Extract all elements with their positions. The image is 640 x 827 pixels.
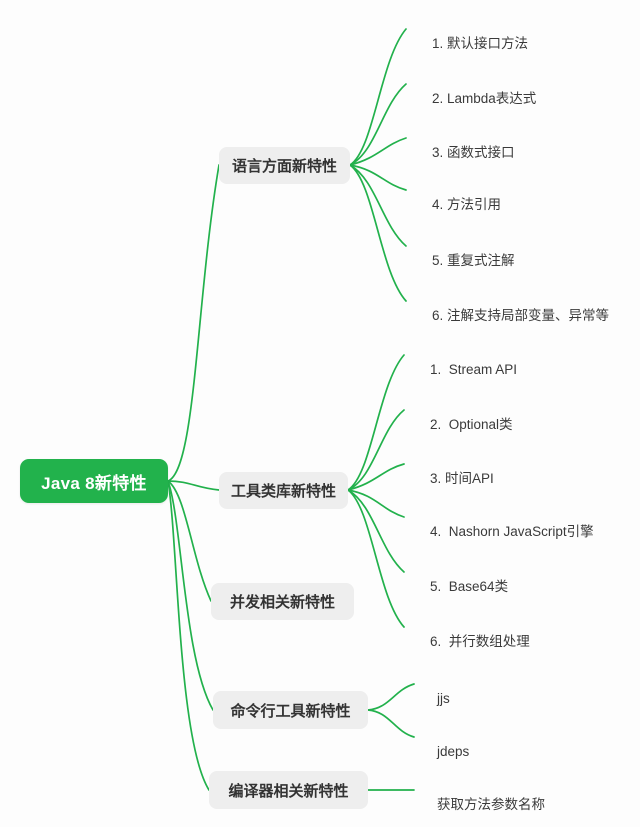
leaf-label: 1. 默认接口方法 (432, 35, 529, 51)
leaf-label: jjs (437, 690, 450, 706)
branch-node-compiler-label: 编译器相关新特性 (228, 782, 349, 800)
edge-b2-leaf-1 (347, 354, 405, 491)
leaf-parallel-array-processing[interactable]: 6. 并行数组处理 (415, 621, 530, 662)
edge-b1-leaf-4 (349, 164, 407, 191)
edge-root-to-branch-1 (167, 164, 220, 482)
leaf-jdeps[interactable]: jdeps (422, 731, 469, 772)
leaf-label: 4. Nashorn JavaScript引擎 (430, 523, 594, 539)
branch-node-compiler[interactable]: 编译器相关新特性 (209, 771, 368, 809)
branch-node-concurrency-label: 并发相关新特性 (229, 594, 335, 611)
leaf-label: 6. 并行数组处理 (430, 633, 530, 649)
leaf-functional-interfaces[interactable]: 3. 函数式接口 (417, 132, 515, 173)
edge-b1-leaf-6 (349, 164, 407, 302)
edge-root-to-branch-4 (167, 480, 214, 711)
leaf-annotations-local-vars[interactable]: 6. 注解支持局部变量、异常等 (417, 295, 609, 336)
edge-b4-leaf-1 (367, 683, 415, 711)
leaf-label: 5. 重复式注解 (432, 252, 515, 268)
branch-node-command-line-tools[interactable]: 命令行工具新特性 (213, 691, 368, 729)
edge-b1-leaf-5 (349, 164, 407, 247)
leaf-label: 3. 函数式接口 (432, 144, 515, 160)
edge-b2-leaf-5 (347, 489, 405, 573)
leaf-optional-class[interactable]: 2. Optional类 (415, 404, 513, 445)
edge-b1-leaf-1 (349, 28, 407, 166)
leaf-repeating-annotations[interactable]: 5. 重复式注解 (417, 240, 515, 281)
root-node-label: Java 8新特性 (41, 473, 147, 493)
leaf-stream-api[interactable]: 1. Stream API (415, 349, 517, 390)
leaf-label: jdeps (437, 743, 470, 759)
branch-node-utility-library-label: 工具类库新特性 (230, 483, 336, 500)
edge-root-to-branch-3 (167, 480, 212, 602)
leaf-label: 2. Optional类 (430, 416, 513, 432)
leaf-label: 2. Lambda表达式 (432, 90, 537, 106)
branch-node-language-label: 语言方面新特性 (231, 158, 337, 175)
edge-b1-leaf-3 (349, 137, 407, 166)
edge-b2-leaf-6 (347, 489, 405, 628)
leaf-lambda-expressions[interactable]: 2. Lambda表达式 (417, 78, 536, 119)
edge-root-to-branch-2 (167, 480, 220, 491)
leaf-get-method-parameter-names[interactable]: 获取方法参数名称 (422, 784, 545, 825)
leaf-default-interface-methods[interactable]: 1. 默认接口方法 (417, 23, 528, 64)
root-node[interactable]: Java 8新特性 (20, 459, 168, 503)
edge-b1-leaf-2 (349, 83, 407, 166)
leaf-label: 4. 方法引用 (432, 196, 502, 212)
branch-node-language[interactable]: 语言方面新特性 (219, 147, 350, 184)
leaf-nashorn-javascript-engine[interactable]: 4. Nashorn JavaScript引擎 (415, 511, 594, 552)
edge-b2-leaf-3 (347, 463, 405, 491)
edge-b2-leaf-2 (347, 409, 405, 491)
leaf-method-references[interactable]: 4. 方法引用 (417, 184, 501, 225)
leaf-label: 6. 注解支持局部变量、异常等 (432, 307, 610, 323)
leaf-label: 3. 时间API (430, 470, 494, 486)
leaf-base64-class[interactable]: 5. Base64类 (415, 566, 508, 607)
leaf-label: 1. Stream API (430, 361, 518, 377)
edge-root-to-branch-5 (167, 480, 210, 791)
branch-node-concurrency[interactable]: 并发相关新特性 (211, 583, 354, 620)
leaf-time-api[interactable]: 3. 时间API (415, 458, 494, 499)
leaf-jjs[interactable]: jjs (422, 678, 450, 719)
branch-node-utility-library[interactable]: 工具类库新特性 (219, 472, 348, 509)
leaf-label: 5. Base64类 (430, 578, 509, 594)
edge-b4-leaf-2 (367, 709, 415, 738)
leaf-label: 获取方法参数名称 (437, 796, 546, 812)
edge-b2-leaf-4 (347, 489, 405, 518)
branch-node-command-line-tools-label: 命令行工具新特性 (230, 702, 351, 720)
